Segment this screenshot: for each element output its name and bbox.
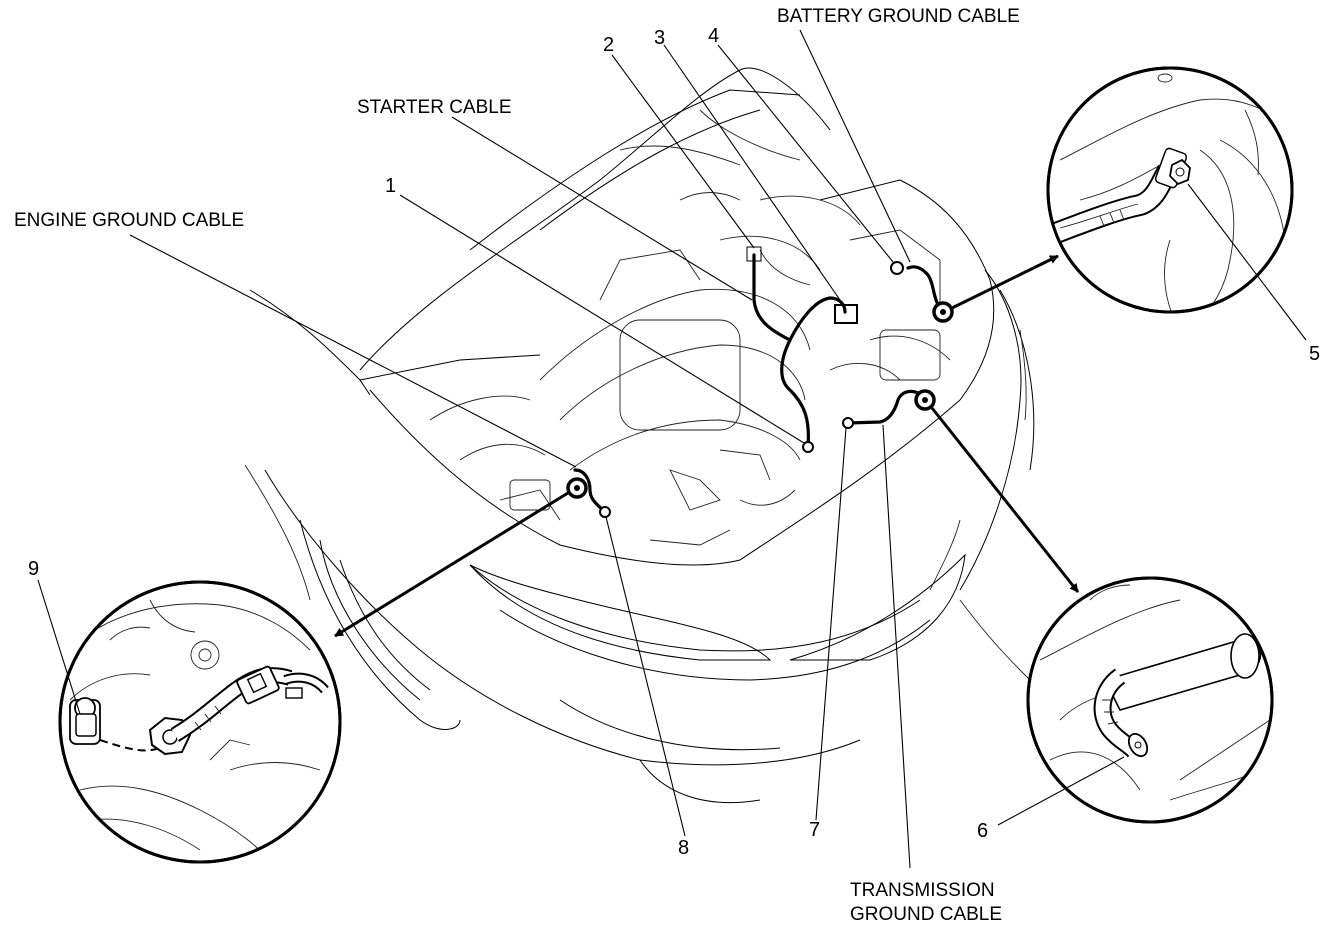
detail-inset-transmission-ground: [997, 576, 1274, 826]
bolt-1: [802, 441, 814, 453]
bolt-8: [599, 506, 611, 518]
battery-ground-cable-line: [788, 296, 847, 342]
car-body-outline: [244, 67, 1035, 804]
starter-cable-line: [752, 253, 811, 449]
transmission-ground-cable-line: [846, 389, 927, 425]
detail-arrows: [334, 254, 1080, 638]
arrow-to-top-right-inset: [951, 254, 1059, 310]
callout-5: 5: [1309, 343, 1320, 365]
battery-ground-cable-label: BATTERY GROUND CABLE: [777, 6, 1020, 27]
callout-8: 8: [678, 837, 689, 859]
starter-cable-label: STARTER CABLE: [357, 97, 512, 118]
callout-9: 9: [28, 558, 39, 580]
terminal-3-box: [834, 304, 858, 324]
callout-6: 6: [977, 820, 988, 842]
terminal-4-dot: [890, 261, 904, 275]
leader-lines: [129, 29, 911, 869]
battery-ground-cable-upper: [906, 265, 945, 314]
bolt-7: [842, 417, 854, 429]
transmission-ground-cable-label-line1: TRANSMISSION: [850, 880, 995, 901]
engine-ground-cable-line: [573, 468, 607, 514]
engine-ground-cable-label: ENGINE GROUND CABLE: [14, 210, 244, 231]
callout-1: 1: [385, 175, 396, 197]
ground-points: [566, 301, 954, 518]
callout-4: 4: [708, 25, 719, 47]
callout-7: 7: [809, 819, 820, 841]
transmission-ground-cable-label-line2: GROUND CABLE: [850, 904, 1002, 925]
detail-inset-battery-ground: [1046, 66, 1307, 341]
detail-inset-engine-ground: [37, 579, 342, 864]
arrow-to-bottom-right-inset: [930, 407, 1080, 593]
cables: [573, 253, 945, 514]
callout-2: 2: [603, 34, 614, 56]
callout-3: 3: [654, 27, 665, 49]
arrow-to-left-inset: [334, 491, 569, 638]
terminal-2-box: [746, 246, 762, 262]
